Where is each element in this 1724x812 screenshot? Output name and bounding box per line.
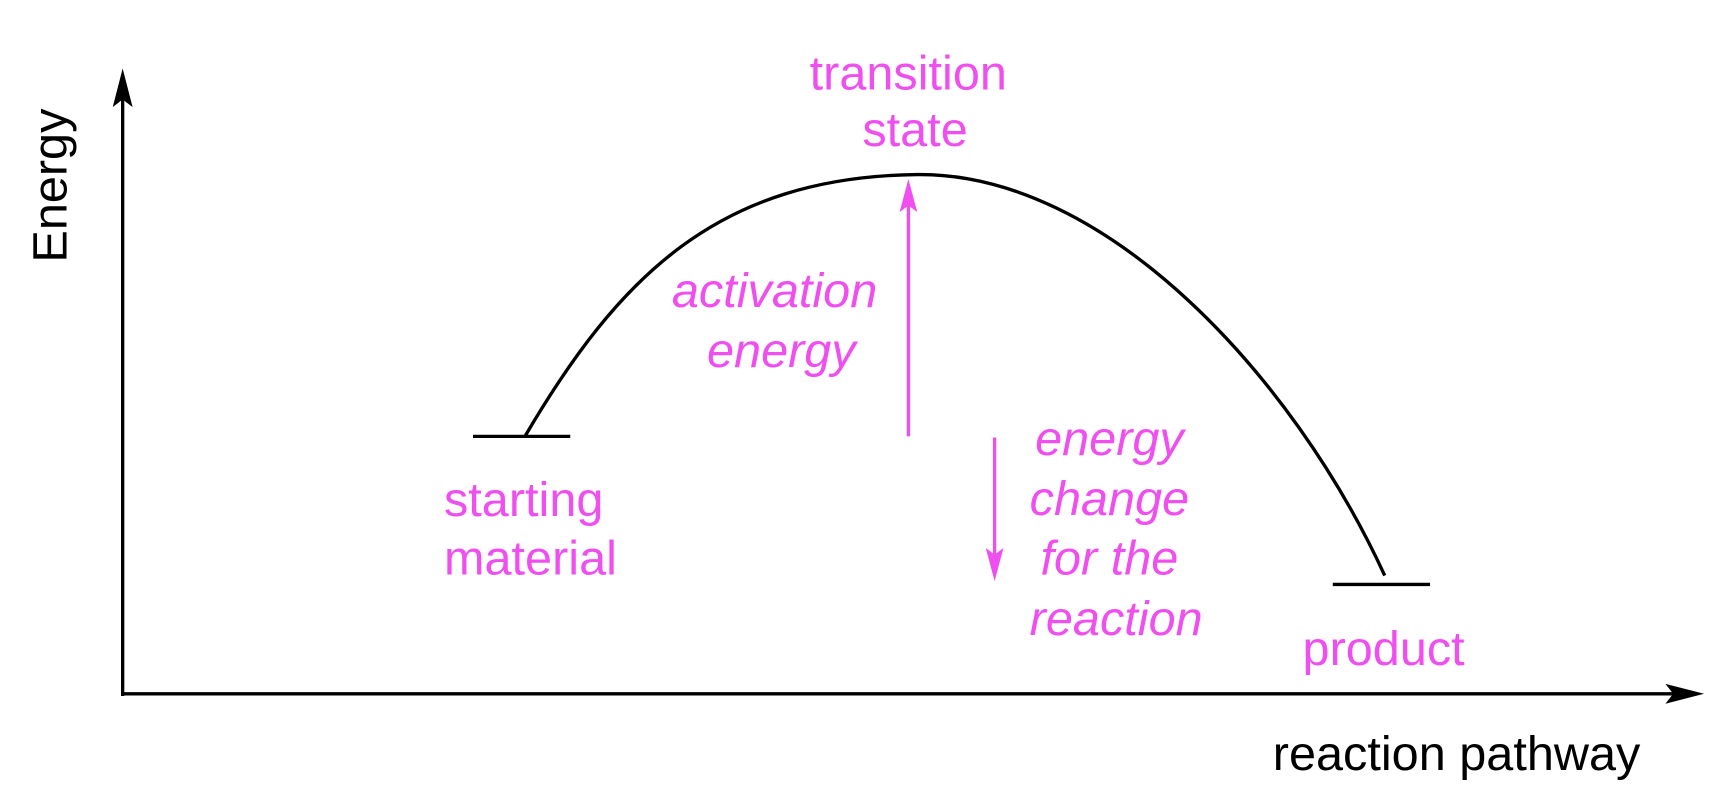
- label-line: material: [444, 531, 617, 585]
- activation-energy-arrowhead: [899, 178, 918, 213]
- label-line: reaction: [1030, 592, 1203, 646]
- energy-change-arrowhead: [985, 547, 1004, 582]
- starting-material-label: starting material: [444, 473, 617, 586]
- label-line: energy: [707, 324, 858, 378]
- label-line: transition: [810, 46, 1007, 100]
- y-axis-label: Energy: [23, 108, 77, 263]
- label-line: state: [862, 103, 967, 157]
- activation-energy-label: activation energy: [672, 264, 891, 378]
- product-label: product: [1303, 622, 1466, 676]
- x-axis-label: reaction pathway: [1273, 727, 1641, 781]
- y-axis-arrowhead: [112, 68, 133, 108]
- transition-state-label: transition state: [810, 46, 1021, 156]
- reaction-curve: [523, 172, 1387, 577]
- energy-change-label: energy change for the reaction: [1030, 412, 1203, 646]
- x-axis-arrowhead: [1665, 683, 1705, 704]
- label-line: activation: [672, 264, 877, 318]
- label-line: energy: [1035, 412, 1186, 466]
- label-line: for the: [1041, 531, 1179, 585]
- label-line: change: [1030, 472, 1190, 526]
- label-line: starting: [444, 473, 603, 527]
